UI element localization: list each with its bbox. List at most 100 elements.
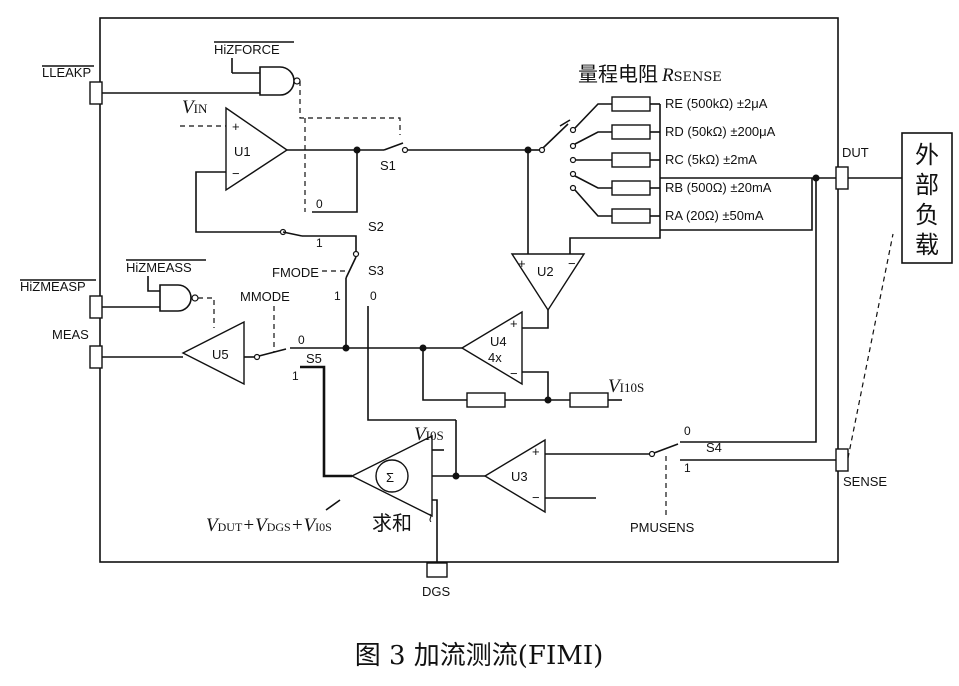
- chip-boundary: [99, 17, 839, 563]
- junction-dot: [342, 344, 350, 352]
- u2-amplifier: [510, 253, 586, 312]
- range-label: RA (20Ω) ±50mA: [665, 208, 764, 223]
- s5-one-label: 1: [292, 369, 299, 383]
- fmode-label: FMODE: [272, 265, 319, 280]
- summer-label: 求和: [372, 511, 412, 535]
- u2-minus-input-wire: [569, 230, 661, 254]
- summer-aux-mark: ≀: [428, 510, 433, 525]
- u5-label: U5: [212, 347, 229, 362]
- s4-one-label: 1: [684, 461, 691, 475]
- range-resistor-re: [569, 96, 660, 134]
- s5-switch-blade: [258, 348, 287, 357]
- s4-label: S4: [706, 440, 722, 455]
- s4-dut-wire: [680, 178, 817, 443]
- u3-plus-sign: +: [532, 444, 540, 459]
- external-load-box: [901, 132, 953, 264]
- gain-resistor-wire: [422, 348, 467, 401]
- range-label: RD (50kΩ) ±200μA: [665, 124, 776, 139]
- sense-pin: [835, 448, 849, 472]
- u1-label: U1: [234, 144, 251, 159]
- external-load-char: 负: [915, 201, 939, 229]
- lleakp-label: LLEAKP: [42, 65, 91, 80]
- hizmeass-label: HiZMEASS: [126, 260, 192, 275]
- u4-plus-input-wire: [522, 310, 549, 329]
- hizmeasp-pin: [89, 295, 103, 319]
- u5-buffer: [181, 320, 245, 386]
- u1-opamp: [225, 106, 289, 192]
- v10s-label: VI0S: [414, 424, 444, 445]
- summer-symbol: Σ: [386, 470, 394, 485]
- u4-label: U4: [490, 334, 507, 349]
- hizmeasp-label: HiZMEASP: [20, 279, 86, 294]
- meas-pin: [89, 345, 103, 369]
- s1-contact: [401, 146, 409, 154]
- s3-label: S3: [368, 263, 384, 278]
- hizmeass-control-dashed: [198, 297, 215, 328]
- s5-contact: [253, 353, 261, 361]
- dgs-wire: [432, 499, 438, 563]
- hizforce-control-dashed: [299, 81, 401, 135]
- s3-one-label: 1: [334, 289, 341, 303]
- mmode-label: MMODE: [240, 289, 290, 304]
- dut-pin: [835, 166, 849, 190]
- hizmeass-input-wire: [147, 276, 160, 292]
- range-resistor-rb: [569, 170, 660, 196]
- u1-plus-sign: +: [232, 119, 240, 134]
- s4-zero-label: 0: [684, 424, 691, 438]
- range-select-marker: [559, 119, 571, 127]
- v110s-label: VI10S: [608, 376, 644, 397]
- gain-resistor-2: [569, 392, 609, 408]
- external-load-char: 外: [915, 141, 939, 169]
- s2-one-label: 1: [316, 236, 323, 250]
- s4-switch-blade: [653, 443, 679, 454]
- range-resistor-ra: [569, 184, 660, 224]
- range-select-pivot: [538, 146, 546, 154]
- sum-expression: VDUT+VDGS+VI0S: [206, 515, 332, 536]
- junction-dot: [544, 396, 552, 404]
- u2-plus-sign: +: [518, 256, 526, 271]
- external-load-char: 部: [915, 171, 939, 199]
- external-load-char: 载: [915, 231, 939, 259]
- hizforce-and-gate: [259, 66, 295, 96]
- s2-zero-wire: [312, 150, 358, 213]
- u4-minus-input-wire: [522, 371, 549, 400]
- hizforce-label: HiZFORCE: [214, 42, 280, 57]
- hizmeass-and-gate: [159, 284, 192, 312]
- s3-zero-label: 0: [370, 289, 377, 303]
- summer-circle: [375, 459, 409, 493]
- s3-zero-path: [367, 306, 456, 421]
- u2-label: U2: [537, 264, 554, 279]
- s5-zero-label: 0: [298, 333, 305, 347]
- s3-switch-blade: [345, 256, 357, 279]
- dgs-label: DGS: [422, 584, 451, 599]
- s2-switch-blade: [282, 231, 303, 237]
- s2-output-wire: [302, 235, 357, 252]
- s2-zero-label: 0: [316, 197, 323, 211]
- range-label: RE (500kΩ) ±2μA: [665, 96, 768, 111]
- s1-switch-blade: [383, 142, 404, 151]
- u4-gain-label: 4x: [488, 350, 502, 365]
- hizforce-gate-bubble: [293, 77, 301, 85]
- summer-annotation-line: [325, 499, 341, 511]
- u4-amplifier: [460, 310, 523, 386]
- u1-feedback-wire: [195, 171, 280, 233]
- u1-minus-sign: −: [232, 166, 240, 181]
- s5-one-path: [300, 365, 352, 478]
- hizmeass-gate-bubble: [191, 294, 199, 302]
- vin-label: VIN: [182, 97, 208, 118]
- range-label: RC (5kΩ) ±2mA: [665, 152, 757, 167]
- range-resistor-rc: [569, 152, 660, 168]
- range-to-dut-wire: [660, 178, 813, 231]
- u3-label: U3: [511, 469, 528, 484]
- s4-contact: [648, 450, 656, 458]
- u3-minus-sign: −: [532, 490, 540, 505]
- u4-plus-sign: +: [510, 316, 518, 331]
- gain-resistor-1: [466, 392, 506, 408]
- s2-label: S2: [368, 219, 384, 234]
- s3-contact: [352, 250, 360, 258]
- figure-caption: 图 3 加流测流(FIMI): [355, 641, 604, 671]
- dut-label: DUT: [842, 145, 869, 160]
- range-select-blade: [542, 123, 569, 149]
- sense-label: SENSE: [843, 474, 887, 489]
